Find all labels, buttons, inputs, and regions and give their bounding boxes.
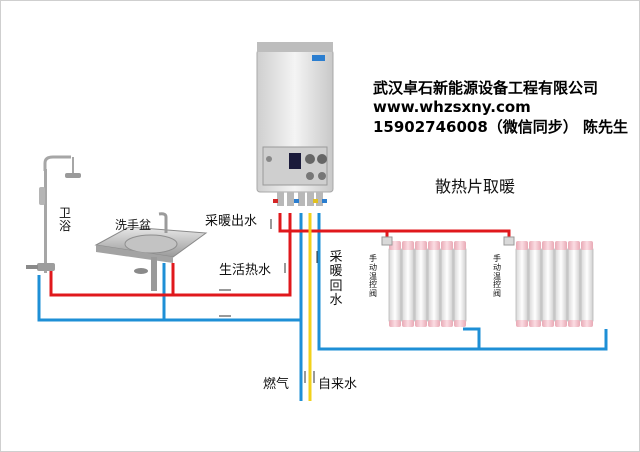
radiator-1-fin-top <box>428 241 440 250</box>
basin-faucet <box>158 212 168 233</box>
radiator-2-fin-top <box>516 241 528 250</box>
boiler-knob-bottom-right <box>318 172 326 180</box>
fitting-gas <box>307 192 314 206</box>
label-manual-valve-1: 手动温控阀 <box>369 254 377 299</box>
boiler-power-button <box>266 156 272 162</box>
radiator-1-fin-bottom <box>389 320 401 327</box>
basin-sink <box>124 234 178 254</box>
radiator-1-fin-bottom <box>454 320 466 327</box>
radiator-1 <box>388 241 467 327</box>
wash-basin-fixture <box>94 212 208 291</box>
radiator-1-fin <box>453 248 467 322</box>
radiator-2-fin <box>554 248 568 322</box>
radiator-1-fin-bottom <box>441 320 453 327</box>
valve-handle-blue-2 <box>322 199 327 203</box>
valve-handle-yellow <box>313 199 318 203</box>
basin-drain <box>151 257 157 291</box>
radiator-2-fin-bottom <box>516 320 528 327</box>
shower-fixture <box>26 155 81 273</box>
boiler-knob-left <box>305 154 315 164</box>
fitting-heating-out <box>277 192 284 206</box>
radiator-1-fin-top <box>415 241 427 250</box>
radiator-1-fin <box>388 248 402 322</box>
shower-mixer-handle <box>26 265 38 269</box>
radiator-1-fin-top <box>441 241 453 250</box>
fitting-return <box>316 192 323 206</box>
radiator-1-valve <box>381 236 393 246</box>
radiator-2-fin-top <box>568 241 580 250</box>
fitting-dhw <box>287 192 294 206</box>
shower-mixer <box>37 263 55 271</box>
radiator-1-fin-bottom <box>415 320 427 327</box>
radiator-1-fin-bottom <box>428 320 440 327</box>
radiator-2-fin-bottom <box>568 320 580 327</box>
pipes <box>37 213 608 401</box>
radiator-1-fin <box>427 248 441 322</box>
company-contact: 15902746008（微信同步） 陈先生 <box>373 118 629 136</box>
wall-boiler <box>256 42 334 206</box>
boiler-knob-right <box>317 154 327 164</box>
label-wash-basin: 洗手盆 <box>115 218 152 232</box>
label-heating-outlet: 采暖出水 <box>205 214 258 229</box>
cold-pipe-shower <box>37 275 301 322</box>
shower-arm <box>43 155 71 171</box>
label-manual-valve-2: 手动温控阀 <box>493 254 501 299</box>
heating-outlet-pipe <box>278 213 389 245</box>
valve-handle-blue <box>294 199 299 203</box>
radiator-2-fin <box>567 248 581 322</box>
boiler-top-panel <box>257 42 333 52</box>
label-gas: 燃气 <box>263 377 290 392</box>
boiler-display <box>289 153 301 169</box>
label-tap-water: 自来水 <box>318 377 358 392</box>
radiator-1-fin-top <box>402 241 414 250</box>
radiator-2-fin <box>580 248 594 322</box>
radiator-1-fin <box>401 248 415 322</box>
radiator-2 <box>515 241 594 327</box>
radiator-2-fin-bottom <box>581 320 593 327</box>
company-name: 武汉卓石新能源设备工程有限公司 <box>373 79 599 97</box>
radiator-2-fin <box>528 248 542 322</box>
radiator-2-fin-bottom <box>529 320 541 327</box>
radiator-1-fin-top <box>454 241 466 250</box>
label-domestic-hot-water: 生活热水 <box>219 263 272 278</box>
return-branch-radiator-1 <box>463 327 481 349</box>
radiator-2-fin <box>541 248 555 322</box>
radiator-1-fin-bottom <box>402 320 414 327</box>
radiator-1-fin <box>440 248 454 322</box>
boiler-knob-bottom-left <box>306 172 314 180</box>
heating-return-pipe <box>317 213 608 351</box>
shower-head <box>65 173 81 178</box>
valve-handle-red <box>273 199 278 203</box>
hot-pipe-shower <box>49 213 292 297</box>
shower-handheld <box>39 187 45 205</box>
radiator-2-fin-bottom <box>555 320 567 327</box>
radiator-1-fin <box>414 248 428 322</box>
label-heating-return: 采暖回水 <box>329 250 343 308</box>
radiator-2-fin-top <box>542 241 554 250</box>
fitting-cold <box>298 192 305 206</box>
radiator-2-fin-bottom <box>542 320 554 327</box>
shower-pole <box>44 169 47 273</box>
radiator-2-fin-top <box>555 241 567 250</box>
basin-trap <box>134 268 148 274</box>
company-website: www.whzsxny.com <box>373 98 531 116</box>
label-radiator-heating: 散热片取暖 <box>435 177 516 196</box>
radiator-2-fin <box>515 248 529 322</box>
radiator-2-fin-top <box>529 241 541 250</box>
radiator-2-fin-top <box>581 241 593 250</box>
radiator-2-valve <box>503 236 515 246</box>
boiler-brand-badge <box>312 55 325 61</box>
label-bathroom: 卫浴 <box>58 206 71 234</box>
